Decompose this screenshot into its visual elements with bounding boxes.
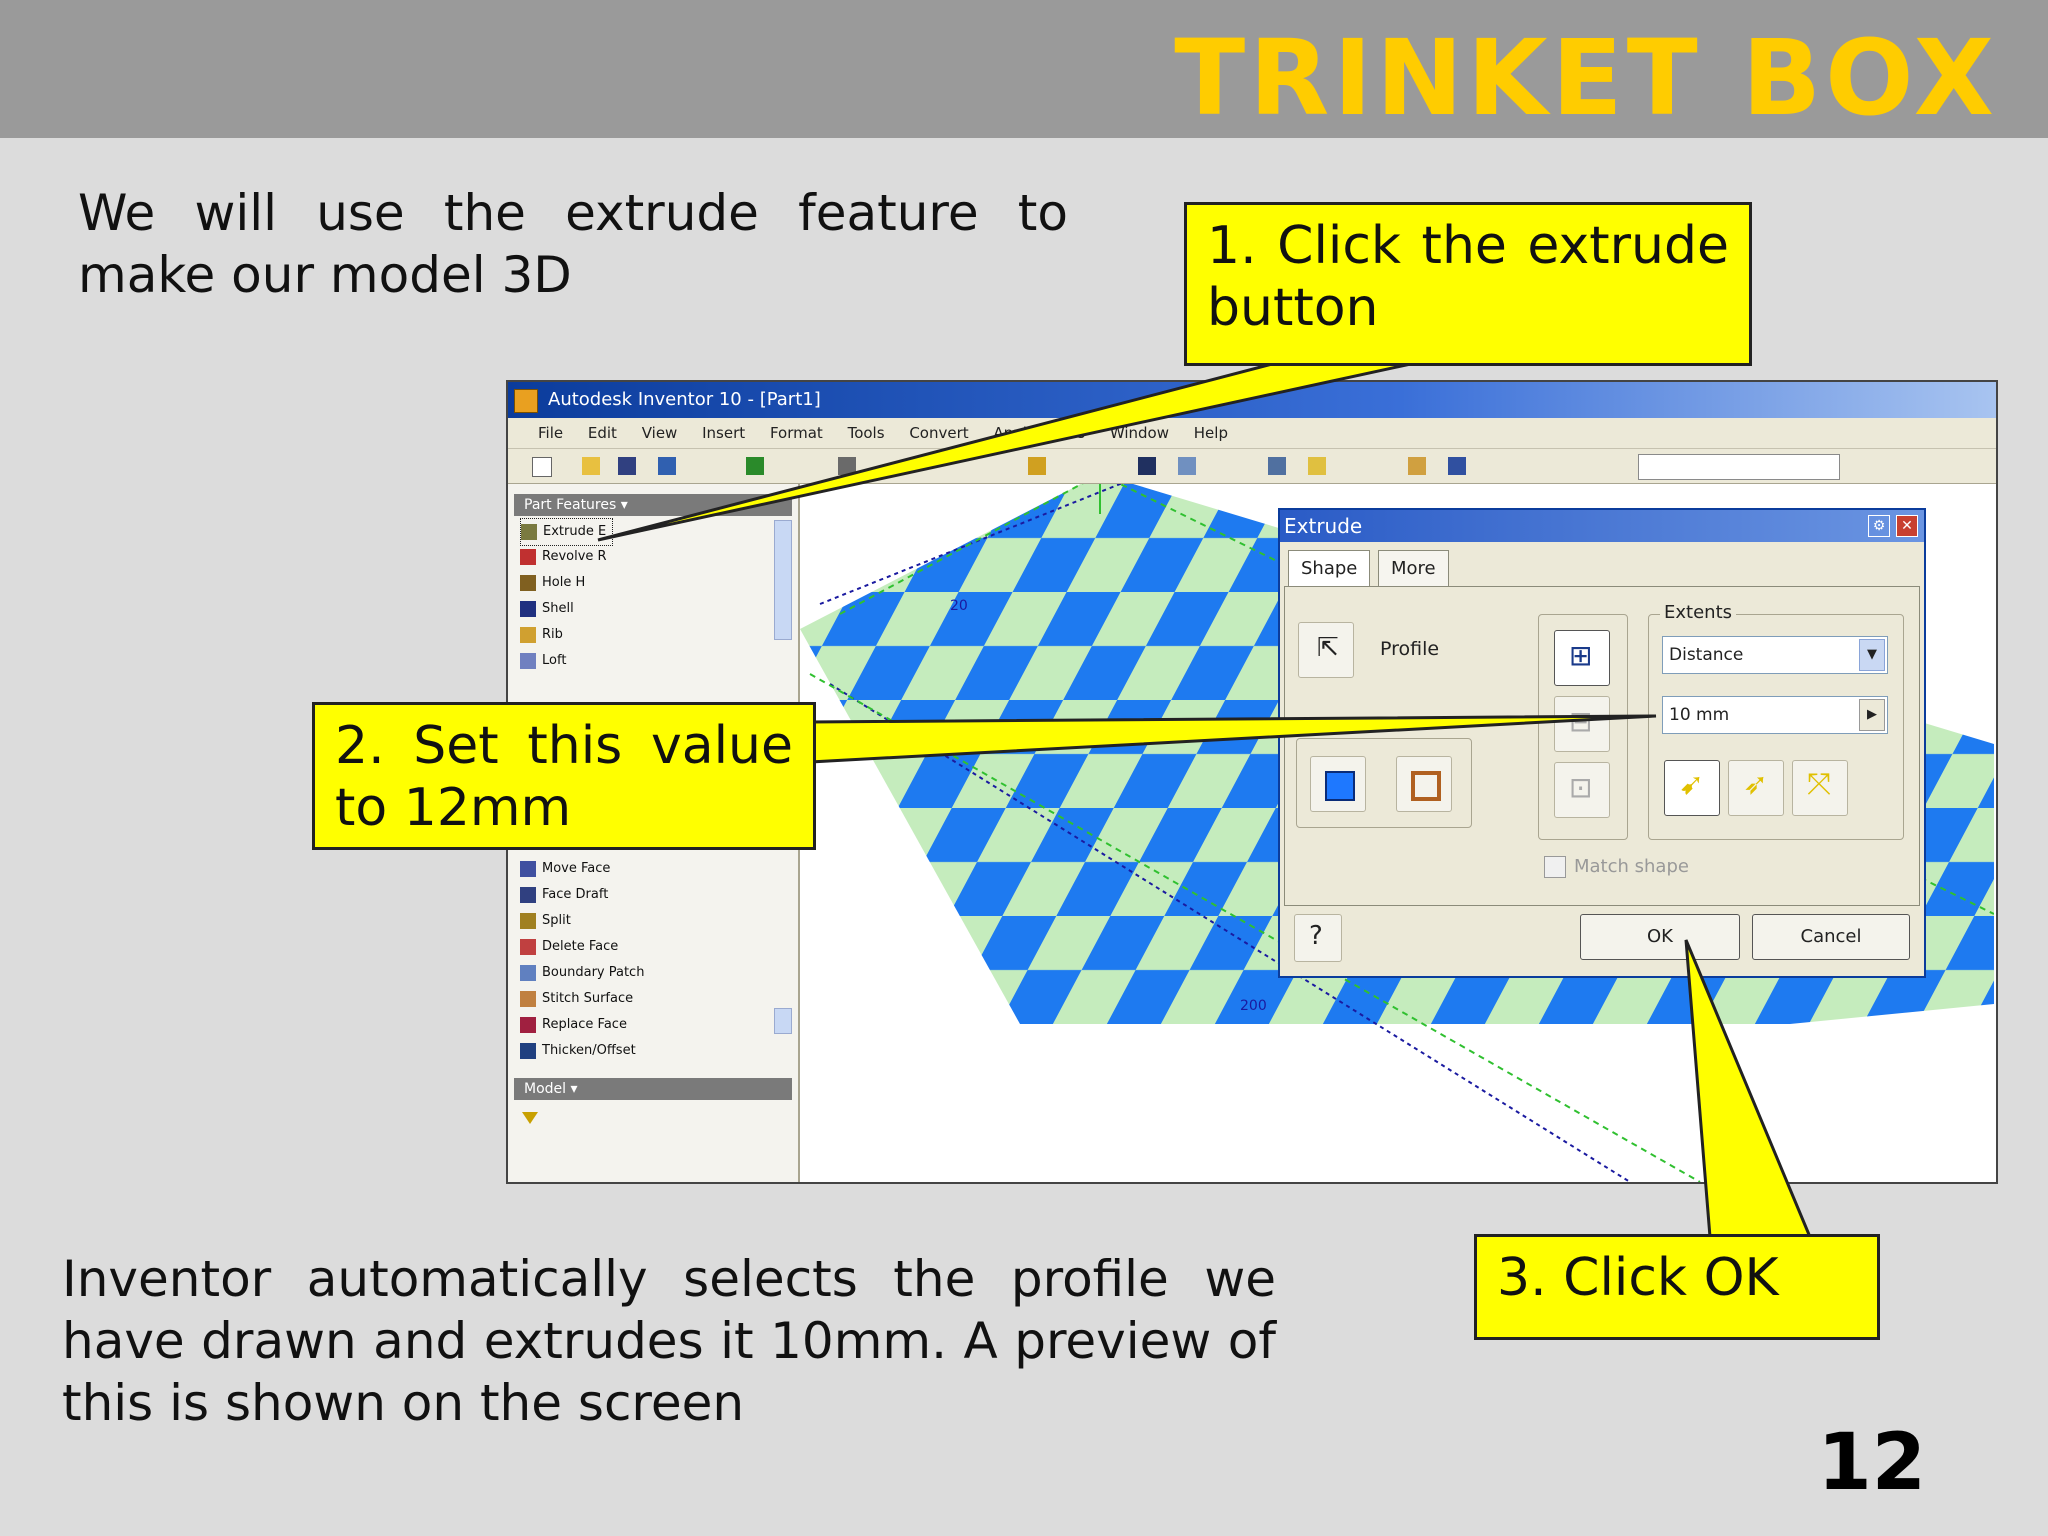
direction-2-button[interactable]: ➶ — [1728, 760, 1784, 816]
callout-step2: 2. Set this value to 12mm — [312, 702, 816, 850]
face-draft-tool[interactable]: Face Draft — [520, 882, 608, 908]
chevron-down-icon[interactable]: ▼ — [1859, 639, 1885, 671]
display-mode-icon[interactable] — [1408, 457, 1426, 475]
dialog-help-icon[interactable]: ⚙ — [1868, 515, 1890, 537]
stitch-surface-tool[interactable]: Stitch Surface — [520, 986, 633, 1012]
standard-toolbar — [508, 449, 1996, 484]
sketch-icon[interactable] — [838, 457, 856, 475]
look-at-icon[interactable] — [1308, 457, 1326, 475]
pointer-step3 — [1684, 939, 1813, 1239]
tab-more[interactable]: More — [1378, 550, 1449, 586]
distance-menu-arrow-icon[interactable]: ▶ — [1859, 699, 1885, 731]
shadow-icon[interactable] — [1448, 457, 1466, 475]
callout-step1: 1. Click the extrude button — [1184, 202, 1752, 366]
extents-dropdown[interactable]: Distance ▼ — [1662, 636, 1888, 674]
distance-input[interactable]: 10 mm ▶ — [1662, 696, 1888, 734]
intersect-icon: ⊡ — [1569, 771, 1593, 804]
save-icon[interactable] — [618, 457, 636, 475]
intro-text: We will use the extrude feature to make … — [78, 184, 1068, 304]
replace-face-tool[interactable]: Replace Face — [520, 1012, 627, 1038]
shell-tool[interactable]: Shell — [520, 596, 574, 622]
undo-icon[interactable] — [658, 457, 676, 475]
rotate-icon[interactable] — [1268, 457, 1286, 475]
bottom-text: Inventor automatically selects the profi… — [62, 1250, 1276, 1432]
menu-bar: File Edit View Insert Format Tools Conve… — [508, 418, 1996, 449]
cancel-button[interactable]: Cancel — [1752, 914, 1910, 960]
hole-tool[interactable]: Hole H — [520, 570, 585, 596]
menu-window[interactable]: Window — [1109, 424, 1169, 442]
join-icon: ⊞ — [1569, 639, 1593, 672]
menu-view[interactable]: View — [641, 424, 678, 442]
toolbar-combo[interactable] — [1638, 454, 1840, 480]
pointer-step2 — [808, 714, 1657, 764]
menu-file[interactable]: File — [538, 424, 564, 442]
app-icon — [514, 389, 538, 413]
panel-scrollbar-lower[interactable] — [774, 1008, 792, 1034]
page-number: 12 — [1817, 1418, 1926, 1508]
menu-convert[interactable]: Convert — [909, 424, 969, 442]
extrude-dialog: Extrude ⚙ ✕ Shape More ⇱ Profile ⊞ ⊟ ⊡ E… — [1278, 508, 1926, 978]
menu-format[interactable]: Format — [769, 424, 823, 442]
revolve-tool[interactable]: Revolve R — [520, 544, 607, 570]
pointer-step1 — [597, 360, 1421, 542]
dialog-title: Extrude — [1280, 510, 1924, 542]
cursor-arrow-icon: ⇱ — [1317, 633, 1339, 663]
window-title: Autodesk Inventor 10 - [Part1] — [548, 389, 821, 410]
join-button[interactable]: ⊞ — [1554, 630, 1610, 686]
ok-button[interactable]: OK — [1580, 914, 1740, 960]
page-title: TRINKET BOX — [1174, 17, 1998, 139]
symmetric-button[interactable]: ⤧ — [1792, 760, 1848, 816]
loft-tool[interactable]: Loft — [520, 648, 566, 674]
boundary-patch-tool[interactable]: Boundary Patch — [520, 960, 644, 986]
tab-shape[interactable]: Shape — [1288, 550, 1371, 586]
dim-label-20: 20 — [950, 598, 968, 614]
dialog-help-button[interactable]: ? — [1294, 914, 1342, 962]
dim-label-200: 200 — [1240, 998, 1267, 1014]
solid-output-button[interactable] — [1310, 756, 1366, 812]
open-icon[interactable] — [582, 457, 600, 475]
move-face-tool[interactable]: Move Face — [520, 856, 610, 882]
output-group — [1296, 738, 1472, 828]
extrude-tool[interactable]: Extrude E — [520, 518, 614, 546]
direction-2-icon: ➶ — [1743, 767, 1769, 802]
new-icon[interactable] — [532, 457, 552, 477]
model-browser-header[interactable]: Model ▾ — [514, 1078, 792, 1100]
zoom-icon[interactable] — [1178, 457, 1196, 475]
split-tool[interactable]: Split — [520, 908, 571, 934]
filter-icon[interactable] — [522, 1112, 538, 1124]
profile-select-button[interactable]: ⇱ — [1298, 622, 1354, 678]
rib-tool[interactable]: Rib — [520, 622, 563, 648]
header-bar — [0, 0, 2048, 138]
direction-1-icon: ➹ — [1679, 767, 1705, 802]
match-shape-checkbox[interactable] — [1544, 856, 1566, 878]
extents-group — [1648, 614, 1904, 840]
menu-edit[interactable]: Edit — [587, 424, 617, 442]
extents-label: Extents — [1660, 602, 1737, 623]
symmetric-icon: ⤧ — [1807, 767, 1831, 802]
callout-step3: 3. Click OK — [1474, 1234, 1880, 1340]
select-icon[interactable] — [1138, 457, 1156, 475]
match-shape-label: Match shape — [1574, 856, 1689, 877]
panel-scrollbar[interactable] — [774, 520, 792, 640]
dialog-close-icon[interactable]: ✕ — [1896, 515, 1918, 537]
menu-tools[interactable]: Tools — [847, 424, 885, 442]
profile-label: Profile — [1380, 638, 1440, 660]
help-icon: ? — [1309, 921, 1323, 951]
delete-face-tool[interactable]: Delete Face — [520, 934, 618, 960]
color-icon[interactable] — [1028, 457, 1046, 475]
intersect-button[interactable]: ⊡ — [1554, 762, 1610, 818]
surface-output-button[interactable] — [1396, 756, 1452, 812]
return-icon[interactable] — [746, 457, 764, 475]
thicken-offset-tool[interactable]: Thicken/Offset — [520, 1038, 636, 1064]
menu-insert[interactable]: Insert — [702, 424, 746, 442]
solid-icon — [1325, 771, 1355, 801]
menu-help[interactable]: Help — [1193, 424, 1228, 442]
surface-icon — [1411, 771, 1441, 801]
operation-group — [1538, 614, 1628, 840]
direction-1-button[interactable]: ➹ — [1664, 760, 1720, 816]
tab-content-frame — [1284, 586, 1920, 906]
